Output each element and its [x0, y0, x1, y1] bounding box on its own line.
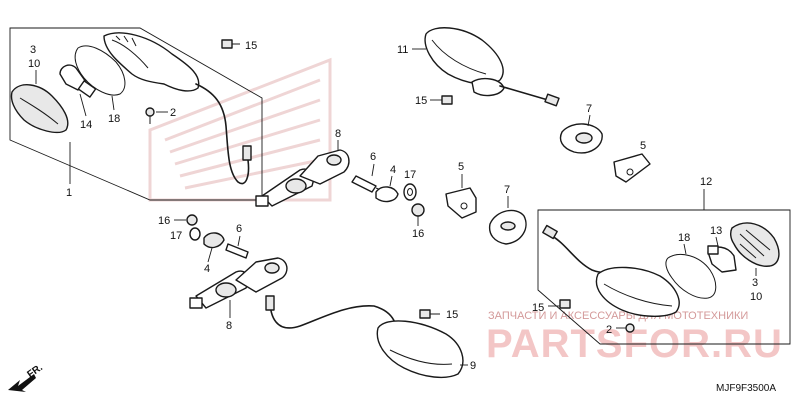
nut-16-upper	[411, 203, 425, 217]
callout-7: 7	[586, 103, 592, 115]
wire-left	[195, 83, 250, 185]
callout-1: 1	[66, 187, 72, 199]
callout-4: 4	[390, 164, 396, 176]
callout-16-lower: 16	[158, 215, 170, 227]
callout-6: 6	[370, 151, 376, 163]
wire-lower	[269, 299, 397, 329]
washer-17-upper	[403, 183, 417, 201]
housing-lower	[376, 320, 464, 379]
housing-upper-right	[424, 27, 504, 85]
callout-18-right: 18	[678, 232, 690, 244]
gasket-left	[74, 45, 126, 96]
front-direction-arrow: FR.	[8, 362, 45, 392]
callout-16: 16	[412, 228, 424, 240]
callout-15-right: 15	[532, 302, 544, 314]
callout-3: 3	[30, 44, 36, 56]
callout-15-lower: 15	[446, 309, 458, 321]
watermark-tagline: ЗАПЧАСТИ И АКСЕССУАРЫ ДЛЯ МОТОТЕХНИКИ	[488, 310, 748, 322]
callout-13: 13	[710, 225, 722, 237]
lens-left	[10, 84, 69, 134]
diagram-code: MJF9F3500A	[716, 383, 776, 394]
housing-right	[595, 266, 680, 317]
housing-left	[103, 32, 200, 92]
bulb-13	[707, 245, 737, 273]
callout-2-right: 2	[606, 324, 612, 336]
callout-8: 8	[335, 128, 341, 140]
mounting-stay-upper	[255, 149, 350, 207]
callout-12: 12	[700, 176, 712, 188]
mounting-stay-lower	[189, 257, 288, 309]
lens-right	[729, 222, 780, 267]
assembly-frame-right	[537, 209, 791, 345]
wire-right	[551, 235, 613, 275]
screw-2-right	[625, 323, 635, 333]
callout-17: 17	[404, 169, 416, 181]
bolt-15-right	[559, 299, 571, 309]
callout-4-lower: 4	[204, 263, 210, 275]
plate-4-lower	[203, 232, 225, 249]
screw-2-left	[145, 107, 155, 124]
washer-17-lower	[189, 227, 201, 241]
bulb-14	[59, 64, 97, 98]
rubber-mount-7-mid	[488, 209, 527, 245]
callout-3-right: 3	[752, 277, 758, 289]
front-direction-label: FR.	[25, 362, 45, 380]
callout-11: 11	[397, 44, 408, 56]
bolt-15-lower	[419, 309, 440, 319]
bolt-15-mid	[441, 95, 453, 105]
callout-14: 14	[80, 119, 92, 131]
callout-9: 9	[470, 360, 476, 372]
callout-10: 10	[28, 58, 40, 70]
callout-15: 15	[245, 40, 257, 52]
callout-2: 2	[170, 107, 176, 119]
callout-5: 5	[640, 140, 646, 152]
callout-10-right: 10	[750, 291, 762, 303]
callout-8-lower: 8	[226, 320, 232, 332]
callout-15-mid: 15	[415, 95, 427, 107]
callout-7-mid: 7	[504, 184, 510, 196]
plate-4-upper	[375, 186, 399, 203]
callout-17-lower: 17	[170, 230, 182, 242]
rubber-mount-7-upper	[559, 123, 603, 154]
callout-18: 18	[108, 113, 120, 125]
bolt-6-lower	[225, 243, 249, 259]
gasket-right	[665, 254, 717, 299]
callout-5-mid: 5	[458, 161, 464, 173]
bracket-5-mid	[445, 187, 477, 219]
bolt-15-top	[221, 39, 240, 49]
bracket-5-upper	[613, 153, 651, 183]
nut-16-lower	[186, 214, 198, 226]
callout-6-lower: 6	[236, 223, 242, 235]
